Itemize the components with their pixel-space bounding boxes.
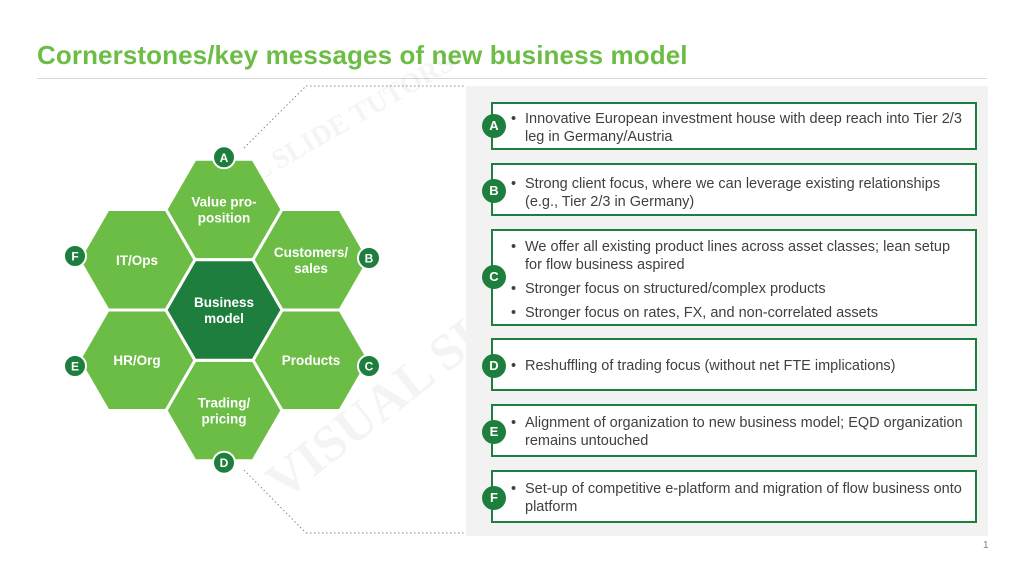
badge-circle bbox=[357, 354, 381, 378]
badge-e: E bbox=[63, 354, 87, 378]
badge-letter: C bbox=[365, 360, 374, 374]
bullet-item: • Stronger focus on rates, FX, and non-co… bbox=[511, 304, 965, 322]
message-badge: B bbox=[482, 179, 506, 203]
bullet-list: • Set-up of competitive e-platform and mi… bbox=[511, 480, 965, 516]
hex-label-products: Products bbox=[282, 353, 341, 368]
badge-circle bbox=[212, 450, 236, 475]
bullet-dot: • bbox=[511, 281, 517, 297]
message-card-f: F • Set-up of competitive e-platform and m… bbox=[482, 470, 977, 523]
badge-letter: B bbox=[365, 252, 374, 266]
bullet-dot: • bbox=[511, 176, 517, 192]
bullet-item: • Reshuffling of trading focus (without n… bbox=[511, 357, 965, 375]
bullet-text: Innovative European investment house wit… bbox=[525, 111, 962, 145]
bullet-text: Reshuffling of trading focus (without ne… bbox=[525, 358, 896, 374]
bullet-text: Strong client focus, where we can levera… bbox=[525, 176, 941, 210]
bullet-text: We offer all existing product lines acro… bbox=[525, 239, 951, 273]
message-card-b: B • Strong client focus, where we can leve… bbox=[482, 163, 977, 216]
bullet-text: Stronger focus on structured/complex pro… bbox=[525, 281, 826, 297]
bullet-item: • Alignment of organization to new busine… bbox=[511, 414, 965, 450]
bullet-dot: • bbox=[511, 358, 517, 374]
bullet-text: Stronger focus on rates, FX, and non-cor… bbox=[525, 305, 879, 321]
message-card-a: A • Innovative European investment house w… bbox=[482, 102, 977, 150]
bullet-item: • Innovative European investment house wi… bbox=[511, 110, 965, 146]
bullet-dot: • bbox=[511, 305, 517, 321]
hex-shape bbox=[164, 258, 284, 362]
callout-line-bottom bbox=[243, 469, 307, 534]
bullet-text: Alignment of organization to new busines… bbox=[525, 415, 963, 449]
hex-label-hr-org: HR/Org bbox=[113, 353, 160, 368]
hex-products: Products bbox=[251, 308, 371, 412]
badge-circle bbox=[357, 246, 381, 270]
badge-f: F bbox=[63, 244, 87, 268]
message-badge: C bbox=[482, 265, 506, 289]
page-number: 1 bbox=[983, 540, 989, 551]
hex-trading-pricing: Trading/pricing bbox=[164, 358, 284, 463]
badge-c: C bbox=[357, 354, 381, 378]
bullet-item: • Set-up of competitive e-platform and mi… bbox=[511, 480, 965, 516]
bullet-list: • Alignment of organization to new busine… bbox=[511, 414, 965, 450]
message-card-e: E • Alignment of organization to new busin… bbox=[482, 404, 977, 457]
badge-circle bbox=[212, 145, 236, 170]
bullet-list: • Strong client focus, where we can lever… bbox=[511, 175, 965, 211]
badge-letter: E bbox=[71, 360, 79, 374]
bullet-dot: • bbox=[511, 111, 517, 127]
message-badge: E bbox=[482, 420, 506, 444]
hex-label-trading-pricing: Trading/pricing bbox=[198, 396, 251, 427]
badge-circle bbox=[63, 354, 87, 378]
bullet-list: • Reshuffling of trading focus (without n… bbox=[511, 357, 965, 375]
message-badge: A bbox=[482, 114, 506, 138]
bullet-item: • We offer all existing product lines acr… bbox=[511, 238, 965, 274]
hex-label-value-proposition: Value pro-position bbox=[191, 195, 256, 226]
bullet-list: • We offer all existing product lines acr… bbox=[511, 238, 965, 322]
message-badge: D bbox=[482, 354, 506, 378]
title-divider bbox=[37, 78, 987, 79]
badge-b: B bbox=[357, 246, 381, 270]
hex-label-customers-sales: Customers/sales bbox=[274, 245, 349, 276]
bullet-item: • Strong client focus, where we can lever… bbox=[511, 175, 965, 211]
badge-d: D bbox=[212, 450, 236, 475]
message-card-d: D • Reshuffling of trading focus (without … bbox=[482, 338, 977, 391]
callout-connectors bbox=[243, 85, 466, 534]
bullet-text: Set-up of competitive e-platform and mig… bbox=[525, 481, 962, 515]
bullet-dot: • bbox=[511, 415, 517, 431]
bullet-dot: • bbox=[511, 239, 517, 255]
badge-letter: D bbox=[220, 456, 229, 470]
message-badge: F bbox=[482, 486, 506, 510]
hex-label-it-ops: IT/Ops bbox=[116, 253, 158, 268]
message-card-c: C • We offer all existing product lines ac… bbox=[482, 229, 977, 326]
bullet-item: • Stronger focus on structured/complex pr… bbox=[511, 280, 965, 298]
badge-a: A bbox=[212, 145, 236, 170]
bullet-list: • Innovative European investment house wi… bbox=[511, 110, 965, 146]
page-title: Cornerstones/key messages of new busines… bbox=[37, 40, 688, 70]
badge-letter: A bbox=[220, 151, 229, 165]
callout-line-top bbox=[243, 85, 307, 149]
badge-letter: F bbox=[71, 250, 78, 264]
badge-circle bbox=[63, 244, 87, 268]
bullet-dot: • bbox=[511, 481, 517, 497]
